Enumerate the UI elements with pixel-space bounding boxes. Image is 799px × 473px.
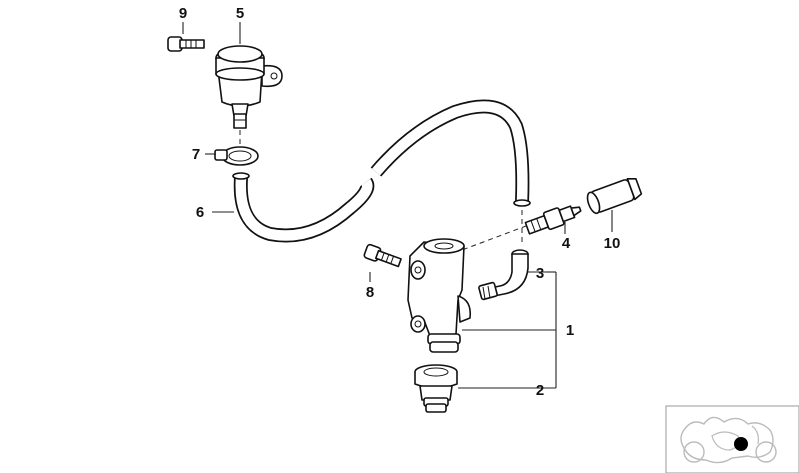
- callout-9: 9: [179, 5, 187, 22]
- part-7-hose-clamp: [214, 146, 259, 166]
- part-1-cylinder-body: [407, 238, 472, 353]
- part-4-bleed-valve: [524, 205, 582, 235]
- part-3-elbow-fitting: [478, 249, 529, 301]
- motorcycle-thumbnail: [665, 405, 799, 473]
- callout-4: 4: [562, 235, 571, 252]
- callout-6: 6: [196, 204, 204, 221]
- callout-3: 3: [536, 265, 544, 282]
- part-8-bolt: [363, 243, 402, 268]
- part-6-hose: [232, 99, 531, 243]
- location-marker-dot: [734, 437, 748, 451]
- part-5-reservoir: [215, 45, 283, 129]
- part-2-piston-seal: [414, 364, 458, 413]
- callout-5: 5: [236, 5, 244, 22]
- callout-10: 10: [604, 235, 621, 252]
- callout-1: 1: [566, 322, 574, 339]
- part-9-bolt: [167, 36, 205, 52]
- callout-8: 8: [366, 284, 374, 301]
- callout-7: 7: [192, 146, 200, 163]
- part-10-dust-cap: [586, 177, 643, 215]
- callout-2: 2: [536, 382, 544, 399]
